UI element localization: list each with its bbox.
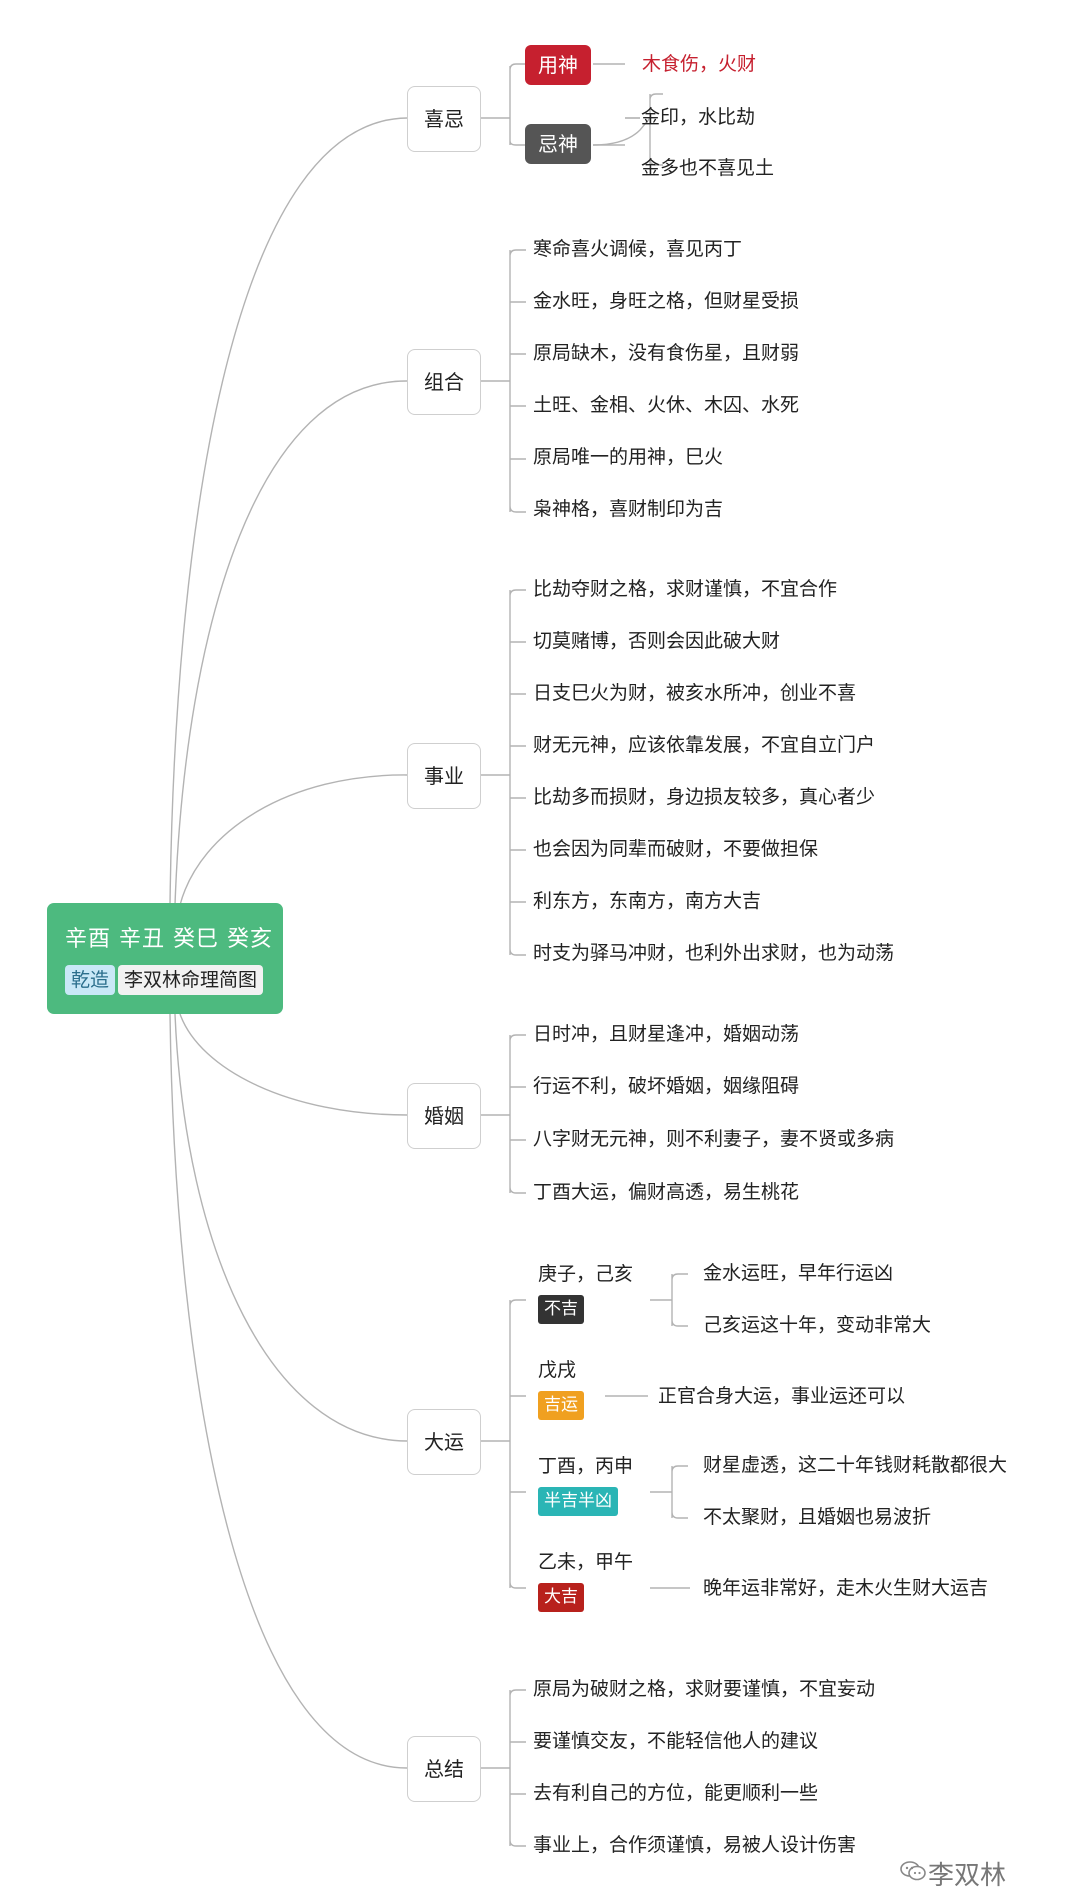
link-root-zuhe	[174, 380, 408, 906]
shiye-item: 切莫赌博，否则会因此破大财	[533, 630, 781, 652]
luck-note: 财星虚透，这二十年钱财耗散都很大	[703, 1454, 1008, 1476]
zongjie-item: 事业上，合作须谨慎，易被人设计伤害	[533, 1834, 857, 1856]
hunyin-item: 丁酉大运，偏财高透，易生桃花	[533, 1181, 800, 1203]
luck-note: 不太聚财，且婚姻也易波折	[703, 1506, 932, 1528]
branch-zuhe[interactable]: 组合	[407, 349, 481, 415]
shiye-item: 比劫多而损财，身边损友较多，真心者少	[533, 786, 876, 808]
shiye-item: 利东方，东南方，南方大吉	[533, 890, 762, 912]
watermark-text: 李双林	[928, 1861, 1007, 1891]
gender-tag: 乾造	[65, 965, 116, 995]
shiye-item: 时支为驿马冲财，也利外出求财，也为动荡	[533, 942, 895, 964]
hunyin-item: 行运不利，破坏婚姻，姻缘阻碍	[533, 1075, 800, 1097]
zongjie-item: 去有利自己的方位，能更顺利一些	[533, 1782, 819, 1804]
root-node[interactable]: 辛酉 辛丑 癸巳 癸亥 乾造 李双林命理简图	[47, 903, 283, 1014]
chart-title-tag: 李双林命理简图	[118, 965, 264, 995]
luck-badge-half: 半吉半凶	[538, 1487, 618, 1516]
useful-god-pill[interactable]: 用神	[525, 45, 591, 85]
hunyin-item: 八字财无元神，则不利妻子，妻不贤或多病	[533, 1128, 895, 1150]
taboo-item: 金印，水比劫	[641, 106, 756, 128]
shiye-item: 财无元神，应该依靠发展，不宜自立门户	[533, 734, 876, 756]
shiye-item: 也会因为同辈而破财，不要做担保	[533, 838, 819, 860]
link-root-dayun	[174, 1013, 408, 1442]
branch-xiji[interactable]: 喜忌	[407, 86, 481, 152]
useful-god-text: 木食伤，火财	[642, 53, 757, 75]
branch-hunyin[interactable]: 婚姻	[407, 1083, 481, 1149]
zuhe-item: 枭神格，喜财制印为吉	[533, 498, 724, 520]
zuhe-item: 原局缺木，没有食伤星，且财弱	[533, 342, 800, 364]
zuhe-item: 土旺、金相、火休、木囚、水死	[533, 394, 800, 416]
luck-note: 晚年运非常好，走木火生财大运吉	[703, 1577, 989, 1599]
hunyin-item: 日时冲，且财星逢冲，婚姻动荡	[533, 1023, 800, 1045]
branch-zongjie[interactable]: 总结	[407, 1736, 481, 1802]
taboo-item: 金多也不喜见土	[641, 157, 775, 179]
luck-badge-great: 大吉	[538, 1583, 584, 1612]
shiye-item: 比劫夺财之格，求财谨慎，不宜合作	[533, 578, 838, 600]
luck-period-name: 丁酉，丙申	[538, 1455, 634, 1477]
zongjie-item: 要谨慎交友，不能轻信他人的建议	[533, 1730, 819, 1752]
zongjie-item: 原局为破财之格，求财要谨慎，不宜妄动	[533, 1678, 876, 1700]
branch-shiye[interactable]: 事业	[407, 743, 481, 809]
zuhe-item: 寒命喜火调候，喜见丙丁	[533, 238, 743, 260]
luck-period-name: 乙未，甲午	[538, 1551, 634, 1573]
link-root-xiji	[169, 117, 408, 906]
shiye-item: 日支巳火为财，被亥水所冲，创业不喜	[533, 682, 857, 704]
zuhe-item: 金水旺，身旺之格，但财星受损	[533, 290, 800, 312]
luck-note: 己亥运这十年，变动非常大	[703, 1314, 932, 1336]
luck-period-name: 庚子，己亥	[538, 1263, 634, 1285]
luck-note: 金水运旺，早年行运凶	[703, 1262, 894, 1284]
luck-badge-bad: 不吉	[538, 1295, 584, 1324]
luck-badge-good: 吉运	[538, 1391, 584, 1420]
link-root-shiye	[179, 774, 408, 906]
link-root-zongjie	[169, 1013, 408, 1769]
zuhe-item: 原局唯一的用神，巳火	[533, 446, 724, 468]
taboo-god-pill[interactable]: 忌神	[525, 124, 591, 164]
branch-dayun[interactable]: 大运	[407, 1409, 481, 1475]
luck-period-name: 戊戌	[538, 1359, 577, 1381]
luck-note: 正官合身大运，事业运还可以	[658, 1385, 906, 1407]
bazi-pillars: 辛酉 辛丑 癸巳 癸亥	[65, 927, 273, 952]
link-root-hunyin	[179, 1013, 408, 1116]
wechat-icon	[900, 1861, 926, 1881]
